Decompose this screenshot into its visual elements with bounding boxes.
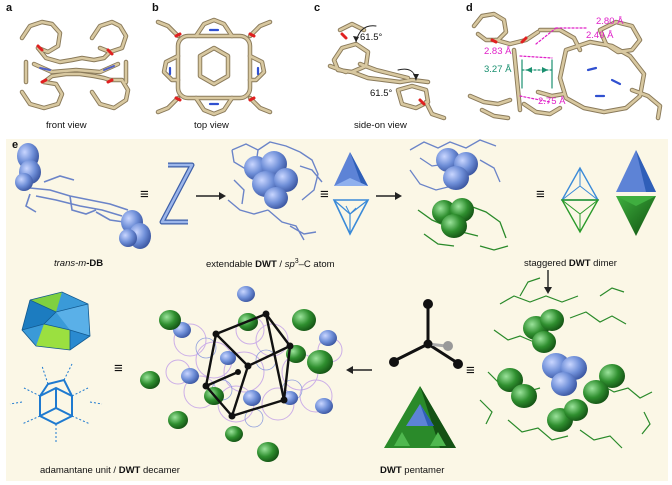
caption-extendable-dwt: extendable DWT / sp3–C atom — [206, 258, 335, 271]
trans-m-db-molecule — [15, 143, 151, 249]
caption-staggered-dimer: staggered DWT dimer — [524, 258, 617, 269]
caption-trans-m-db: trans-m-DB — [54, 258, 104, 269]
molecule-front-view — [19, 19, 131, 111]
tetrahedron-solid-icon — [334, 152, 368, 186]
distance-283: 2.83 Å — [484, 46, 512, 57]
caption-pentamer: DWT pentamer — [380, 465, 445, 476]
panel-label-d: d — [466, 2, 473, 14]
equiv-symbol-1: ≡ — [140, 186, 149, 203]
caption-decamer: adamantane unit / DWT decamer — [40, 465, 180, 476]
distance-249: 2.49 Å — [586, 30, 614, 41]
pentamer-solid-icon — [384, 386, 456, 448]
equiv-symbol-3: ≡ — [536, 186, 545, 203]
tetrahedron-wire-icon — [332, 199, 370, 236]
angle-label-top: 61.5° — [360, 32, 383, 43]
distance-275: 2.75 Å — [538, 96, 566, 107]
molecule-side-view — [327, 21, 447, 121]
arrow-down — [544, 270, 552, 294]
arrow-left — [346, 366, 372, 374]
equiv-symbol-5: ≡ — [466, 362, 475, 379]
panel-label-a: a — [6, 2, 13, 14]
panel-label-e: e — [12, 139, 19, 151]
dimer-solid-icon — [616, 150, 656, 236]
dwt-molecule — [227, 141, 323, 241]
arrow-1 — [196, 192, 226, 200]
zigzag-stick-icon — [159, 162, 195, 225]
caption-side-on-view: side-on view — [354, 120, 407, 131]
arrow-2 — [376, 192, 402, 200]
adamantane-wire-icon — [9, 363, 103, 442]
caption-front-view: front view — [46, 120, 87, 131]
panel-label-c: c — [314, 2, 321, 14]
distance-280: 2.80 Å — [596, 16, 624, 27]
polyhedron-icon — [21, 291, 91, 351]
molecule-contacts-view — [467, 11, 663, 121]
dwt-pentamer-molecule — [479, 277, 653, 449]
equiv-symbol-4: ≡ — [114, 360, 123, 377]
panel-label-b: b — [152, 2, 159, 14]
equiv-symbol-2: ≡ — [320, 186, 329, 203]
ball-stick-icon — [389, 299, 463, 369]
distance-327: 3.27 Å — [484, 64, 512, 75]
molecule-top-view — [155, 17, 273, 117]
angle-label-bottom: 61.5° — [370, 88, 393, 99]
dwt-decamer-molecule — [140, 286, 343, 462]
caption-top-view: top view — [194, 120, 229, 131]
dwt-dimer-molecule — [409, 139, 509, 251]
dimer-wire-icon — [560, 166, 600, 234]
